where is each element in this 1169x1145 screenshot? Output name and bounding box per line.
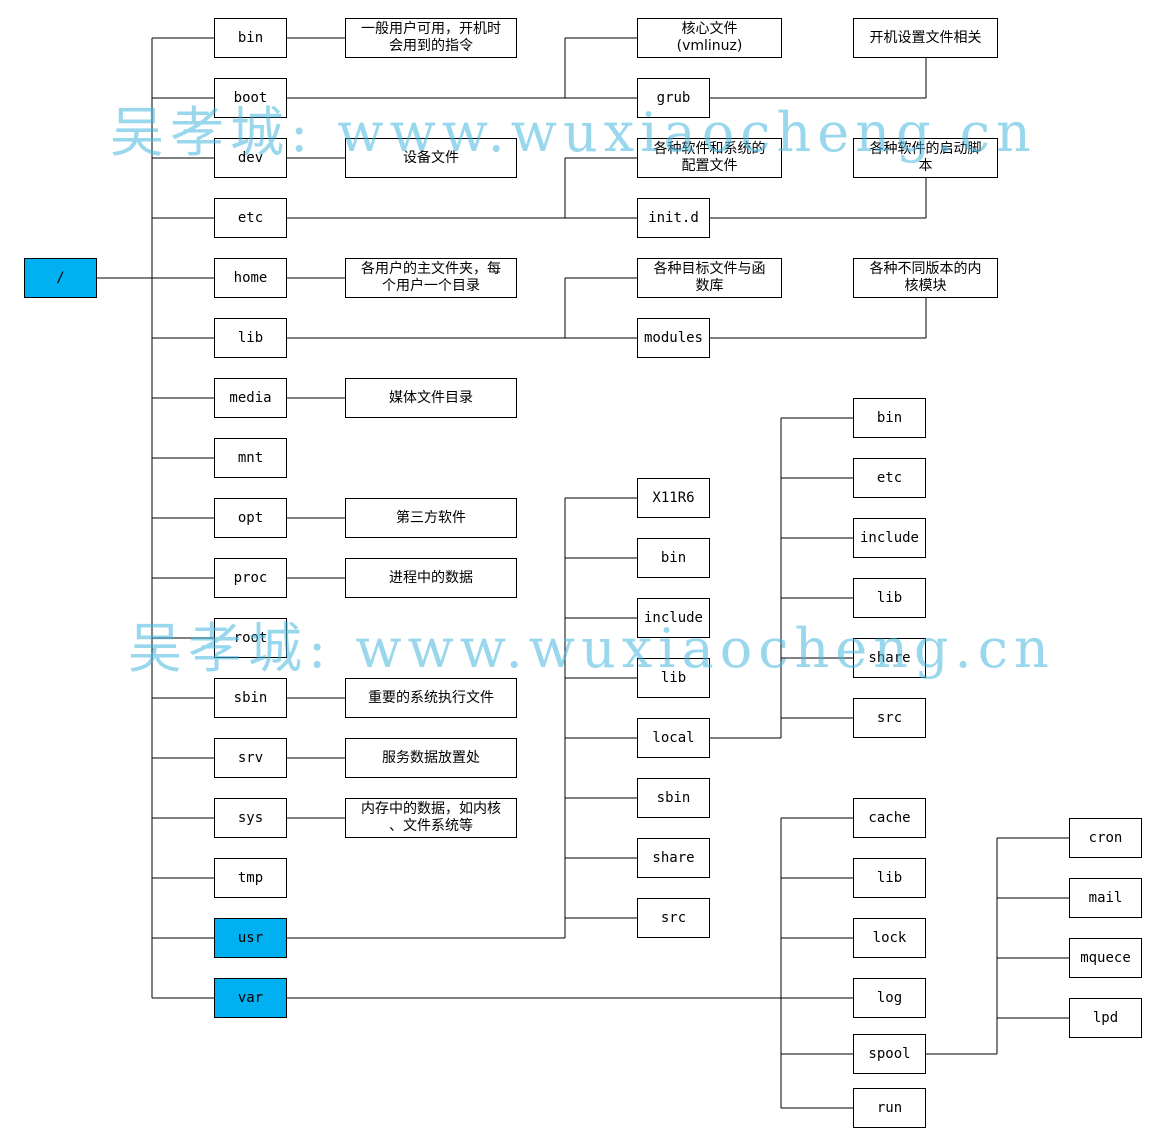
desc-media: 媒体文件目录 bbox=[345, 378, 517, 418]
usr-child-lib: lib bbox=[637, 658, 710, 698]
dir-node-opt: opt bbox=[214, 498, 287, 538]
dir-node-mnt: mnt bbox=[214, 438, 287, 478]
var-child-spool: spool bbox=[853, 1034, 926, 1074]
var-child-log: log bbox=[853, 978, 926, 1018]
usr-child-x11r6: X11R6 bbox=[637, 478, 710, 518]
lib-child-modules: modules bbox=[637, 318, 710, 358]
usr-child-share: share bbox=[637, 838, 710, 878]
grub-note: 开机设置文件相关 bbox=[853, 18, 998, 58]
dir-node-srv: srv bbox=[214, 738, 287, 778]
dir-node-usr: usr bbox=[214, 918, 287, 958]
local-child-lib: lib bbox=[853, 578, 926, 618]
var-child-lib: lib bbox=[853, 858, 926, 898]
dir-node-bin: bin bbox=[214, 18, 287, 58]
lib-child-libraries: 各种目标文件与函 数库 bbox=[637, 258, 782, 298]
dir-node-media: media bbox=[214, 378, 287, 418]
spool-child-mail: mail bbox=[1069, 878, 1142, 918]
dir-node-proc: proc bbox=[214, 558, 287, 598]
usr-child-local: local bbox=[637, 718, 710, 758]
spool-child-lpd: lpd bbox=[1069, 998, 1142, 1038]
initd-note: 各种软件的启动脚 本 bbox=[853, 138, 998, 178]
desc-sbin: 重要的系统执行文件 bbox=[345, 678, 517, 718]
var-child-cache: cache bbox=[853, 798, 926, 838]
usr-child-include: include bbox=[637, 598, 710, 638]
desc-home: 各用户的主文件夹，每 个用户一个目录 bbox=[345, 258, 517, 298]
desc-proc: 进程中的数据 bbox=[345, 558, 517, 598]
desc-srv: 服务数据放置处 bbox=[345, 738, 517, 778]
usr-child-sbin: sbin bbox=[637, 778, 710, 818]
root-dir-node: / bbox=[24, 258, 97, 298]
local-child-bin: bin bbox=[853, 398, 926, 438]
desc-sys: 内存中的数据，如内核 、文件系统等 bbox=[345, 798, 517, 838]
dir-node-etc: etc bbox=[214, 198, 287, 238]
spool-child-mquece: mquece bbox=[1069, 938, 1142, 978]
desc-bin: 一般用户可用，开机时 会用到的指令 bbox=[345, 18, 517, 58]
dir-node-boot: boot bbox=[214, 78, 287, 118]
dir-node-dev: dev bbox=[214, 138, 287, 178]
dir-node-home: home bbox=[214, 258, 287, 298]
dir-node-tmp: tmp bbox=[214, 858, 287, 898]
usr-child-bin: bin bbox=[637, 538, 710, 578]
dir-node-root: root bbox=[214, 618, 287, 658]
etc-child-config: 各种软件和系统的 配置文件 bbox=[637, 138, 782, 178]
local-child-share: share bbox=[853, 638, 926, 678]
var-child-lock: lock bbox=[853, 918, 926, 958]
spool-child-cron: cron bbox=[1069, 818, 1142, 858]
boot-child-kernel: 核心文件 (vmlinuz) bbox=[637, 18, 782, 58]
desc-dev: 设备文件 bbox=[345, 138, 517, 178]
etc-child-initd: init.d bbox=[637, 198, 710, 238]
local-child-etc: etc bbox=[853, 458, 926, 498]
dir-node-sys: sys bbox=[214, 798, 287, 838]
dir-node-sbin: sbin bbox=[214, 678, 287, 718]
modules-note: 各种不同版本的内 核模块 bbox=[853, 258, 998, 298]
dir-node-var: var bbox=[214, 978, 287, 1018]
local-child-include: include bbox=[853, 518, 926, 558]
usr-child-src: src bbox=[637, 898, 710, 938]
desc-opt: 第三方软件 bbox=[345, 498, 517, 538]
dir-node-lib: lib bbox=[214, 318, 287, 358]
var-child-run: run bbox=[853, 1088, 926, 1128]
local-child-src: src bbox=[853, 698, 926, 738]
boot-child-grub: grub bbox=[637, 78, 710, 118]
